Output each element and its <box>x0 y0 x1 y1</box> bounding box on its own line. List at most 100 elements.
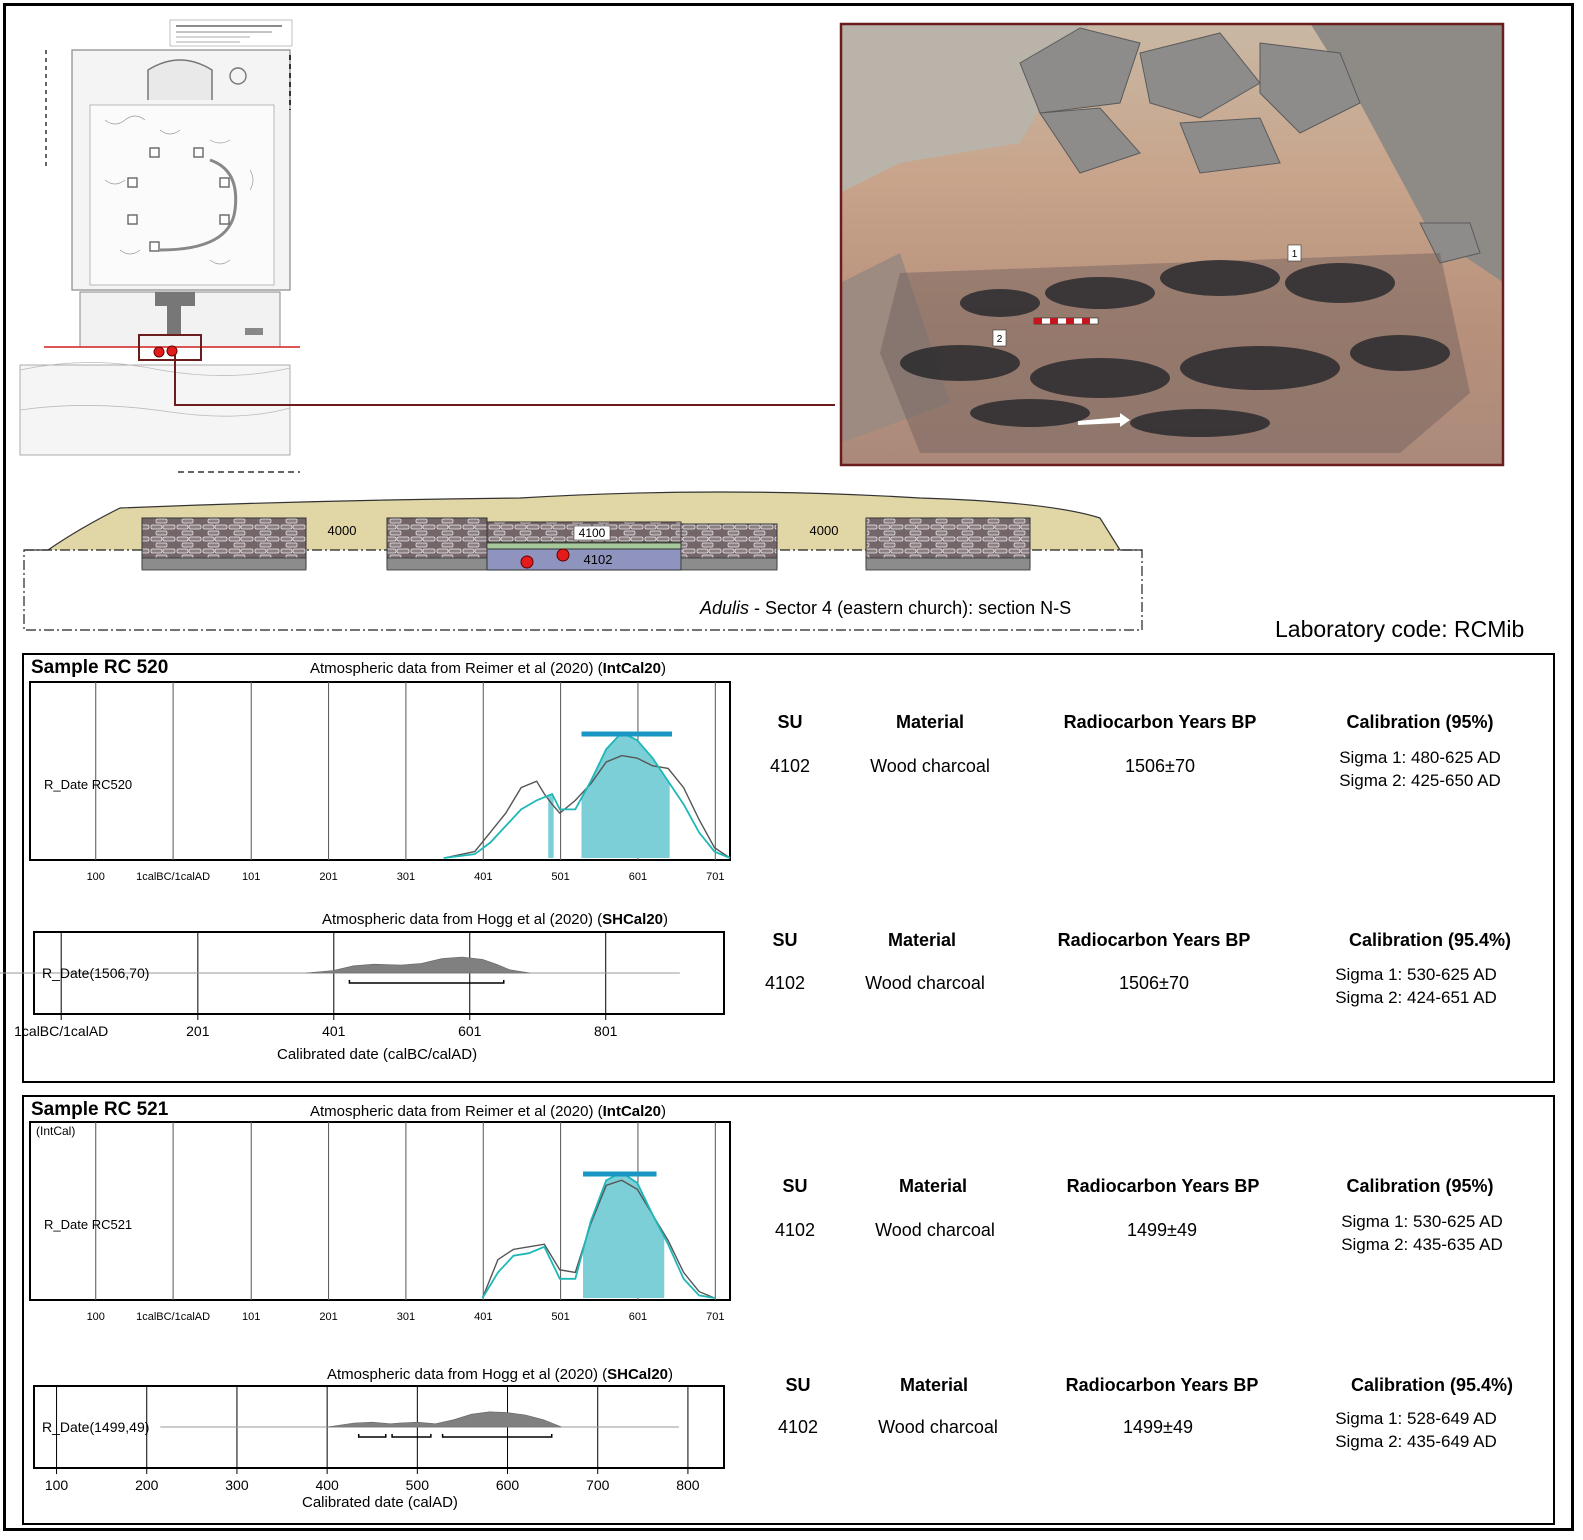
r-date-label: R_Date RC520 <box>44 777 132 792</box>
x-tick-label: 401 <box>322 1023 346 1039</box>
probability-shaded-range <box>583 1172 665 1298</box>
x-tick-label: 601 <box>629 1311 647 1323</box>
range-bracket <box>348 980 505 984</box>
posterior-curve <box>443 731 731 859</box>
atmospheric-caption: Atmospheric data from Hogg et al (2020) … <box>322 911 669 928</box>
cell-material: Wood charcoal <box>878 1417 998 1437</box>
x-axis-label: Calibrated date (calBC/calAD) <box>277 1046 478 1063</box>
probability-shaded-range <box>548 794 554 858</box>
atmospheric-caption: Atmospheric data from Reimer et al (2020… <box>310 1103 666 1120</box>
cell-calibration: Sigma 1: 530-625 AD Sigma 2: 424-651 AD <box>1306 963 1526 1009</box>
cell-su: 4102 <box>769 756 811 776</box>
likelihood-curve <box>481 1179 715 1299</box>
sample-title: Sample RC 521 <box>31 1099 169 1120</box>
header-material: Material <box>899 1375 969 1395</box>
chart-corner-label: (IntCal) <box>36 1124 76 1138</box>
cell-years: 1499±49 <box>1123 1417 1193 1437</box>
x-tick-label: 201 <box>319 871 337 883</box>
r-date-label: R_Date(1499,49) <box>42 1419 149 1435</box>
header-years: Radiocarbon Years BP <box>1063 712 1257 732</box>
cell-su: 4102 <box>777 1417 819 1437</box>
cell-years: 1506±70 <box>1125 756 1195 776</box>
header-material: Material <box>898 1176 968 1196</box>
section-caption-rest: - Sector 4 (eastern church): section N-S <box>749 598 1072 618</box>
x-tick-label: 200 <box>135 1477 159 1493</box>
x-tick-label: 601 <box>629 871 647 883</box>
cell-calibration: Sigma 1: 530-625 AD Sigma 2: 435-635 AD <box>1312 1210 1532 1256</box>
excavation-photo: 1 2 <box>839 22 1505 467</box>
x-tick-label: 1calBC/1calAD <box>136 871 210 883</box>
x-axis-label: Calibrated date (calAD) <box>302 1494 458 1511</box>
header-material: Material <box>895 712 965 732</box>
atmospheric-caption: Atmospheric data from Reimer et al (2020… <box>310 660 666 677</box>
x-tick-label: 301 <box>397 871 415 883</box>
x-tick-label: 400 <box>315 1477 339 1493</box>
x-tick-label: 800 <box>676 1477 700 1493</box>
cell-su: 4102 <box>764 973 806 993</box>
header-calibration: Calibration (95%) <box>1346 712 1494 732</box>
photo-tag <box>1287 244 1302 262</box>
likelihood-curve <box>443 754 731 859</box>
x-tick-label: 1calBC/1calAD <box>136 1311 210 1323</box>
sigma-1: Sigma 1: 530-625 AD <box>1341 1212 1503 1231</box>
x-tick-label: 701 <box>706 1311 724 1323</box>
sample-point-marker <box>166 345 178 357</box>
range-bracket <box>391 1434 432 1438</box>
atmospheric-caption: Atmospheric data from Hogg et al (2020) … <box>327 1366 674 1383</box>
r-date-label: R_Date RC521 <box>44 1217 132 1232</box>
range-bracket <box>357 1434 387 1438</box>
range-bracket <box>441 1434 553 1438</box>
x-tick-label: 500 <box>406 1477 430 1493</box>
su-label-4000-left: 4000 <box>328 523 357 538</box>
sigma-1: Sigma 1: 530-625 AD <box>1335 965 1497 984</box>
x-tick-label: 1calBC/1calAD <box>14 1023 108 1039</box>
x-tick-label: 300 <box>225 1477 249 1493</box>
font-basin <box>229 67 247 85</box>
sample-point-marker <box>153 346 165 358</box>
arrow-marker <box>1078 413 1130 427</box>
x-tick-label: 301 <box>397 1311 415 1323</box>
sigma-2: Sigma 2: 435-649 AD <box>1335 1432 1497 1451</box>
header-material: Material <box>887 930 957 950</box>
x-tick-label: 100 <box>87 1311 105 1323</box>
cell-material: Wood charcoal <box>875 1220 995 1240</box>
x-tick-label: 700 <box>586 1477 610 1493</box>
x-tick-label: 501 <box>551 1311 569 1323</box>
sample-point-marker <box>556 548 570 562</box>
sigma-2: Sigma 2: 435-635 AD <box>1341 1235 1503 1254</box>
r-date-label: R_Date(1506,70) <box>42 965 149 981</box>
x-tick-label: 101 <box>242 871 260 883</box>
header-su: SU <box>785 1375 811 1395</box>
header-su: SU <box>777 712 803 732</box>
sigma-2: Sigma 2: 425-650 AD <box>1339 771 1501 790</box>
sigma-2: Sigma 2: 424-651 AD <box>1335 988 1497 1007</box>
sample-panel-rc521 <box>22 1095 1555 1525</box>
cell-years: 1499±49 <box>1127 1220 1197 1240</box>
sample-title: Sample RC 520 <box>31 657 169 678</box>
su-label-4102: 4102 <box>584 552 613 567</box>
x-tick-label: 100 <box>87 871 105 883</box>
header-years: Radiocarbon Years BP <box>1066 1176 1260 1196</box>
x-tick-label: 401 <box>474 1311 492 1323</box>
photo-tag-label: 2 <box>997 334 1003 345</box>
cell-material: Wood charcoal <box>865 973 985 993</box>
sigma-1: Sigma 1: 480-625 AD <box>1339 748 1501 767</box>
photo-connector <box>174 355 835 406</box>
header-calibration: Calibration (95%) <box>1346 1176 1494 1196</box>
header-su: SU <box>772 930 798 950</box>
cell-calibration: Sigma 1: 480-625 AD Sigma 2: 425-650 AD <box>1310 746 1530 792</box>
x-tick-label: 201 <box>319 1311 337 1323</box>
posterior-curve <box>481 1171 715 1299</box>
section-drawing: 4000 4000 4100 4102 <box>23 491 1143 631</box>
x-tick-label: 801 <box>594 1023 618 1039</box>
apse <box>147 59 213 100</box>
photo-tag-label: 1 <box>1292 249 1298 260</box>
su-label-4000-right: 4000 <box>810 523 839 538</box>
cell-material: Wood charcoal <box>870 756 990 776</box>
section-caption-site: Adulis <box>700 598 750 618</box>
probability-distribution <box>327 1411 562 1428</box>
sample-panel-rc520 <box>22 653 1555 1083</box>
